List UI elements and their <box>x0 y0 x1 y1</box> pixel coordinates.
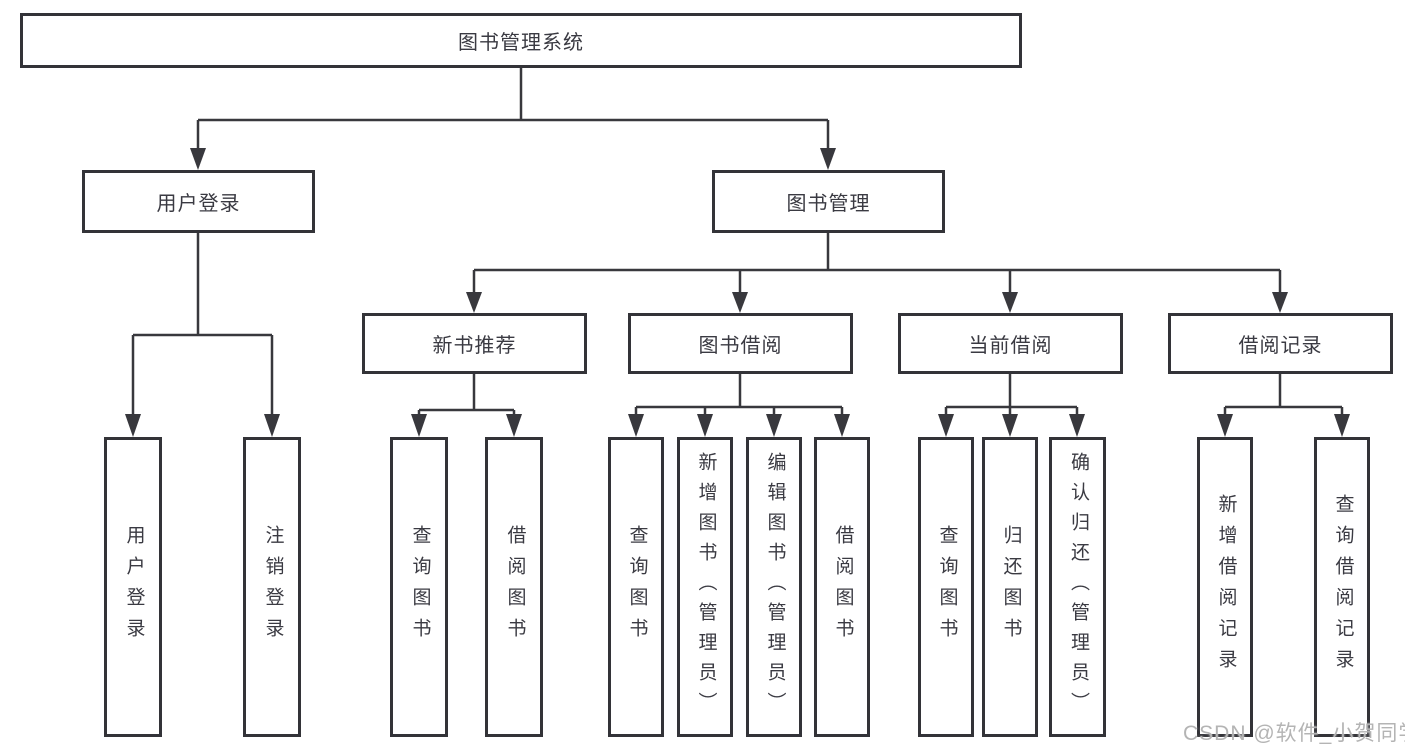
leaf-borrow-edit-books-admin: 编辑图书（管理员） <box>746 437 802 737</box>
leaf-recommend-query-books-label: 查询图书 <box>409 525 431 649</box>
leaf-borrow-add-books-admin: 新增图书（管理员） <box>677 437 733 737</box>
leaf-records-query-record: 查询借阅记录 <box>1314 437 1370 737</box>
leaf-recommend-borrow-books-label: 借阅图书 <box>504 525 526 649</box>
leaf-borrow-query-books: 查询图书 <box>608 437 664 737</box>
csdn-watermark: CSDN @软件_小贺同学 <box>1183 722 1405 745</box>
node-book-borrowing: 图书借阅 <box>628 313 853 374</box>
leaf-current-return-books-label: 归还图书 <box>1000 525 1022 649</box>
node-borrowing-records: 借阅记录 <box>1168 313 1393 374</box>
leaf-borrow-query-books-label: 查询图书 <box>626 525 648 649</box>
leaf-current-query-books: 查询图书 <box>918 437 974 737</box>
leaf-current-query-books-label: 查询图书 <box>936 525 958 649</box>
leaf-recommend-query-books: 查询图书 <box>390 437 448 737</box>
leaf-user-login-label: 用户登录 <box>123 525 145 649</box>
node-current-borrowing: 当前借阅 <box>898 313 1123 374</box>
leaf-borrow-add-books-admin-label: 新增图书（管理员） <box>695 452 717 722</box>
leaf-user-login: 用户登录 <box>104 437 162 737</box>
node-user-login: 用户登录 <box>82 170 315 233</box>
leaf-current-return-books: 归还图书 <box>982 437 1038 737</box>
leaf-current-confirm-return-admin: 确认归还（管理员） <box>1049 437 1106 737</box>
leaf-logout: 注销登录 <box>243 437 301 737</box>
node-library-management-system: 图书管理系统 <box>20 13 1022 68</box>
leaf-borrow-borrow-books: 借阅图书 <box>814 437 870 737</box>
leaf-records-add-record: 新增借阅记录 <box>1197 437 1253 737</box>
leaf-borrow-edit-books-admin-label: 编辑图书（管理员） <box>764 452 786 722</box>
leaf-records-query-record-label: 查询借阅记录 <box>1332 494 1354 680</box>
leaf-records-add-record-label: 新增借阅记录 <box>1215 494 1237 680</box>
leaf-current-confirm-return-admin-label: 确认归还（管理员） <box>1067 452 1089 722</box>
leaf-recommend-borrow-books: 借阅图书 <box>485 437 543 737</box>
leaf-borrow-borrow-books-label: 借阅图书 <box>832 525 854 649</box>
node-new-book-recommendation: 新书推荐 <box>362 313 587 374</box>
leaf-logout-label: 注销登录 <box>262 525 284 649</box>
node-book-management: 图书管理 <box>712 170 945 233</box>
